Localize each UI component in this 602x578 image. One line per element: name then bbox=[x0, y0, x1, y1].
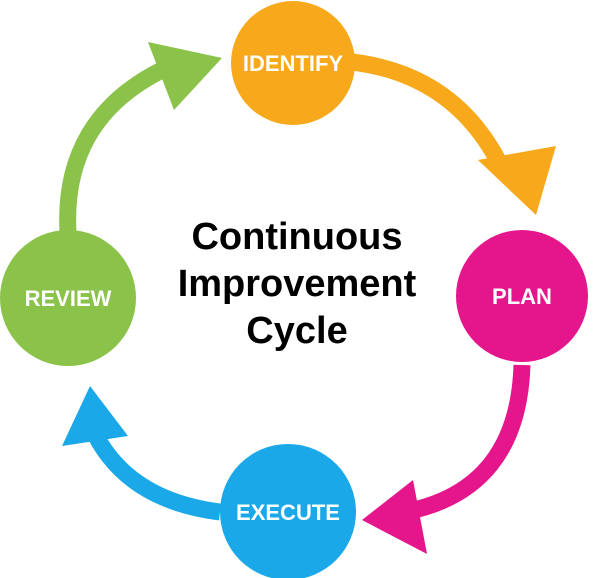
stage-label: PLAN bbox=[492, 284, 552, 309]
title-line-1: Continuous bbox=[191, 216, 402, 258]
arrow-review-to-identify bbox=[59, 42, 222, 233]
arrow-head bbox=[478, 146, 556, 215]
stage-identify: IDENTIFY bbox=[231, 1, 355, 125]
stage-review: REVIEW bbox=[0, 230, 136, 366]
arrow-plan-to-execute bbox=[362, 364, 531, 554]
arrow-shaft bbox=[350, 53, 513, 179]
arrow-execute-to-review bbox=[62, 386, 222, 521]
stage-label: EXECUTE bbox=[236, 500, 340, 525]
arrow-head bbox=[62, 386, 128, 446]
arrow-head bbox=[148, 42, 222, 110]
stage-label: REVIEW bbox=[25, 286, 112, 311]
stage-circle bbox=[0, 230, 136, 366]
stage-plan: PLAN bbox=[456, 230, 588, 362]
arrow-shaft bbox=[84, 424, 222, 521]
arrow-shaft bbox=[59, 62, 166, 233]
arrow-shaft bbox=[403, 364, 531, 521]
arrow-head bbox=[362, 480, 427, 554]
title-line-3: Cycle bbox=[246, 310, 347, 352]
arrow-identify-to-plan bbox=[350, 53, 556, 215]
stage-execute: EXECUTE bbox=[220, 444, 356, 578]
center-title: Continuous Improvement Cycle bbox=[178, 216, 417, 352]
stage-circle bbox=[456, 230, 588, 362]
stage-circle bbox=[231, 1, 355, 125]
title-line-2: Improvement bbox=[178, 263, 417, 305]
stage-circle bbox=[220, 444, 356, 578]
stage-label: IDENTIFY bbox=[243, 51, 344, 76]
